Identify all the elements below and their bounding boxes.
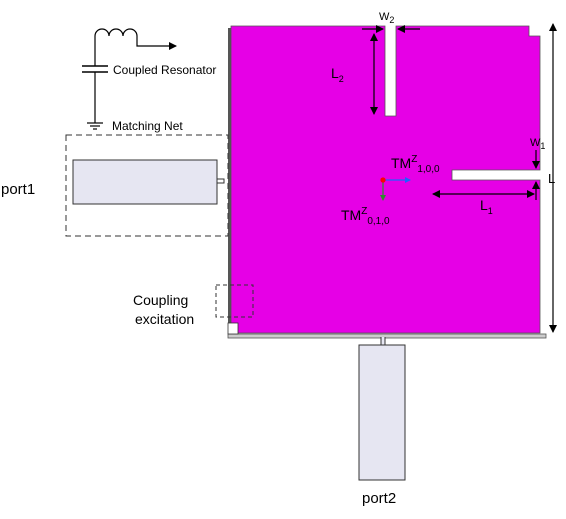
port2-label: port2: [362, 490, 396, 507]
feed-point: [380, 177, 386, 183]
matching-net-label: Matching Net: [112, 119, 183, 133]
port2-connector: [380, 337, 386, 346]
ground-plane-bottom: [227, 333, 547, 339]
coupled-resonator-label: Coupled Resonator: [113, 63, 216, 77]
coupling-label-line1: Coupling: [133, 292, 188, 308]
port1-feed: [72, 159, 218, 205]
l2-label: L2: [331, 65, 344, 84]
matching-net-box: [65, 134, 229, 237]
corner-notch: [227, 322, 239, 335]
w1-label: W1: [530, 137, 545, 151]
tm100-label: TMZ1,0,0: [391, 154, 440, 175]
ground-plane-edge: [228, 28, 232, 338]
tm010-label: TMZ0,1,0: [341, 206, 390, 227]
l1-label: L1: [480, 197, 493, 216]
port1-label: port1: [1, 181, 35, 198]
coupling-label-line2: excitation: [135, 311, 194, 327]
port2-feed: [358, 344, 406, 481]
port1-connector: [217, 178, 225, 184]
w2-label: W2: [379, 11, 394, 25]
inductor-symbol: [94, 28, 177, 50]
l-label: L: [548, 171, 555, 186]
coupling-excitation-box: [215, 284, 254, 318]
